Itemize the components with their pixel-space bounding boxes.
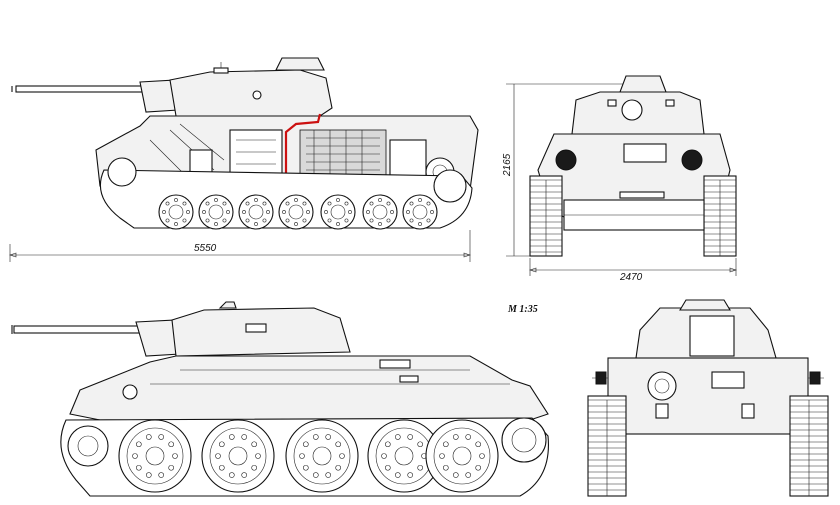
- cutaway-road-wheels: [107, 157, 467, 230]
- width-dimension-value: 2470: [619, 272, 643, 283]
- cutaway-road-wheel: [278, 194, 314, 230]
- cutaway-gun-barrel: [15, 85, 145, 93]
- front-cupola: [619, 75, 667, 93]
- exterior-drive-sprocket: [501, 417, 547, 463]
- side-cutaway-view: [11, 57, 479, 230]
- rear-cupola: [679, 299, 731, 311]
- rear-transmission-hatch: [647, 371, 677, 401]
- cutaway-road-wheel: [320, 194, 356, 230]
- cutaway-turret: [169, 69, 333, 117]
- cutaway-firewall-highlight: [284, 113, 322, 208]
- rear-view: [587, 299, 829, 497]
- front-view: 2165: [502, 75, 737, 257]
- exterior-road-wheels: [118, 419, 499, 493]
- height-dimension-value: 2165: [502, 153, 513, 177]
- cutaway-road-wheel: [362, 194, 398, 230]
- cutaway-commander-cupola: [275, 57, 325, 71]
- side-exterior-view: [11, 301, 549, 497]
- front-right-headlight: [681, 149, 703, 171]
- scale-label: M 1:35: [507, 304, 538, 315]
- cutaway-road-wheel: [402, 194, 438, 230]
- cutaway-road-wheel: [198, 194, 234, 230]
- cutaway-drive-sprocket: [433, 169, 467, 203]
- exterior-gun-barrel: [13, 325, 143, 334]
- exterior-road-wheel: [201, 419, 275, 493]
- exterior-hull: [69, 355, 549, 421]
- width-dimension: 2470: [529, 258, 737, 283]
- cutaway-road-wheel: [238, 194, 274, 230]
- exterior-road-wheel: [285, 419, 359, 493]
- cutaway-road-wheel: [158, 194, 194, 230]
- exterior-idler-wheel: [67, 425, 109, 467]
- length-dimension-value: 5550: [194, 243, 217, 254]
- front-left-headlight: [555, 149, 577, 171]
- length-dimension: 5550: [9, 230, 471, 262]
- cutaway-idler-wheel: [107, 157, 137, 187]
- rear-hull: [607, 357, 809, 435]
- exterior-road-wheel: [118, 419, 192, 493]
- exterior-road-wheel: [425, 419, 499, 493]
